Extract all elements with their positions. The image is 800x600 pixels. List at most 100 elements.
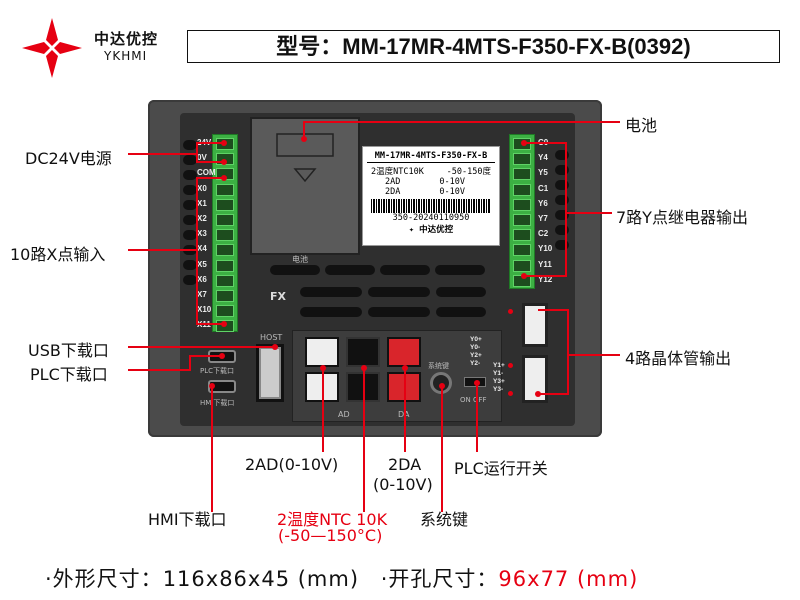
brand-mini-icon: ✦: [408, 225, 414, 235]
brand-name: 中达优控: [94, 30, 159, 48]
brand-logo-icon: [22, 18, 82, 78]
sys-key-mark: 系统键: [428, 362, 449, 370]
outer-size-label: ·外形尺寸：: [45, 567, 163, 591]
vent: [435, 265, 485, 275]
terminal-pin[interactable]: [216, 305, 234, 318]
vent: [380, 265, 430, 275]
terminal-label: COM: [197, 168, 216, 178]
y-output-label: Y0-: [470, 344, 481, 351]
terminal-pin[interactable]: [216, 229, 234, 242]
terminal-pin[interactable]: [216, 244, 234, 257]
terminal-label: X10: [197, 305, 212, 315]
terminal-label: X3: [197, 229, 207, 239]
barcode: [371, 199, 491, 213]
terminal-label: Y12: [538, 274, 553, 284]
label-brand: ✦ 中达优控: [363, 223, 499, 235]
terminal-pin[interactable]: [216, 183, 234, 196]
terminal-pin[interactable]: [216, 214, 234, 226]
led-indicator: [508, 363, 513, 368]
terminal-pin[interactable]: [513, 168, 531, 181]
callout-plc: PLC下载口: [30, 365, 108, 384]
terminal-pin[interactable]: [513, 198, 531, 211]
cutout-size-value: 96x77 (mm): [498, 567, 639, 591]
fx-mark: FX: [270, 290, 286, 303]
vent: [436, 287, 486, 297]
callout-y-relay: 7路Y点继电器输出: [616, 208, 748, 227]
usb-host-port[interactable]: [256, 344, 284, 402]
terminal-pin[interactable]: [513, 244, 531, 257]
vent: [368, 287, 430, 297]
terminal-label: Y6: [538, 198, 548, 208]
hmi-port-mark: HMI下载口: [200, 399, 235, 407]
label-cell: 0-10V: [439, 177, 465, 187]
terminal-label: X0: [197, 183, 207, 193]
model-title: 型号：MM-17MR-4MTS-F350-FX-B(0392): [187, 30, 780, 63]
label-brand-text: 中达优控: [419, 225, 454, 235]
y-output-label: Y2+: [470, 352, 482, 359]
output-terminal-block: [509, 134, 535, 289]
terminal-label: C1: [538, 183, 549, 193]
label-cell: -50-150度: [446, 167, 491, 177]
y-right-labels: Y1+Y1-Y3+Y3-: [493, 362, 505, 394]
vent: [270, 265, 320, 275]
hmi-download-port[interactable]: [208, 380, 236, 393]
y-output-label: Y2-: [470, 360, 481, 367]
terminal-label: X6: [197, 274, 207, 284]
terminal-label: X1: [197, 198, 207, 208]
terminal-pin[interactable]: [513, 214, 531, 226]
terminal-label: X7: [197, 290, 207, 299]
label-cell: 2温度NTC10K: [371, 167, 424, 177]
terminal-pin[interactable]: [216, 274, 234, 287]
label-row: 2温度NTC10K -50-150度: [363, 165, 499, 177]
led-indicator: [508, 309, 513, 314]
terminal-label: 0V: [197, 153, 207, 163]
terminal-pin[interactable]: [216, 198, 234, 211]
label-model: MM-17MR-4MTS-F350-FX-B: [367, 151, 495, 163]
brand-name-en: YKHMI: [104, 49, 148, 63]
label-cell: 0-10V: [439, 187, 465, 197]
terminal-pin[interactable]: [513, 183, 531, 196]
da-mark: DA: [398, 410, 410, 419]
terminal-pin[interactable]: [513, 259, 531, 272]
label-row: 2AD 0-10V: [363, 177, 499, 187]
right-vents: [555, 150, 569, 250]
callout-hmi: HMI下载口: [148, 510, 227, 529]
callout-da: 2DA: [388, 455, 422, 474]
terminal-pin[interactable]: [216, 290, 234, 302]
terminal-pin[interactable]: [513, 229, 531, 242]
y-output-label: Y1+: [493, 362, 505, 369]
terminal-pin[interactable]: [513, 153, 531, 166]
terminal-label: Y7: [538, 214, 548, 223]
switch-mark: ON OFF: [460, 396, 487, 404]
callout-da-range: (0-10V): [373, 475, 433, 494]
outer-size-value: 116x86x45 (mm): [162, 567, 360, 591]
callout-battery: 电池: [625, 116, 658, 135]
terminal-label: Y11: [538, 259, 552, 269]
terminal-label: Y4: [538, 153, 548, 163]
vent: [436, 307, 486, 317]
vent: [300, 287, 362, 297]
callout-temp-range: (-50—150°C): [278, 526, 383, 545]
callout-dc24v: DC24V电源: [25, 149, 112, 168]
callout-usb: USB下载口: [28, 341, 109, 360]
host-mark: HOST: [260, 333, 283, 342]
callout-temp: 2温度NTC 10K: [277, 510, 388, 529]
ad-mark: AD: [338, 410, 350, 419]
terminal-label: Y10: [538, 244, 553, 254]
callout-ad: 2AD(0-10V): [245, 455, 339, 474]
input-terminal-block: [212, 134, 238, 333]
callout-sys-key: 系统键: [420, 510, 469, 529]
terminal-label: C2: [538, 229, 549, 239]
vent: [325, 265, 375, 275]
dimensions-footer: ·外形尺寸：116x86x45 (mm) ·开孔尺寸：96x77 (mm): [45, 563, 638, 593]
terminal-pin[interactable]: [216, 259, 234, 272]
vent: [368, 307, 430, 317]
label-cell: 2AD: [385, 177, 401, 187]
terminal-label: Y5: [538, 168, 548, 178]
led-indicator: [508, 391, 513, 396]
vent: [300, 307, 362, 317]
label-serial: 350-20240110950: [392, 213, 470, 223]
y-output-label: Y3-: [493, 386, 504, 393]
